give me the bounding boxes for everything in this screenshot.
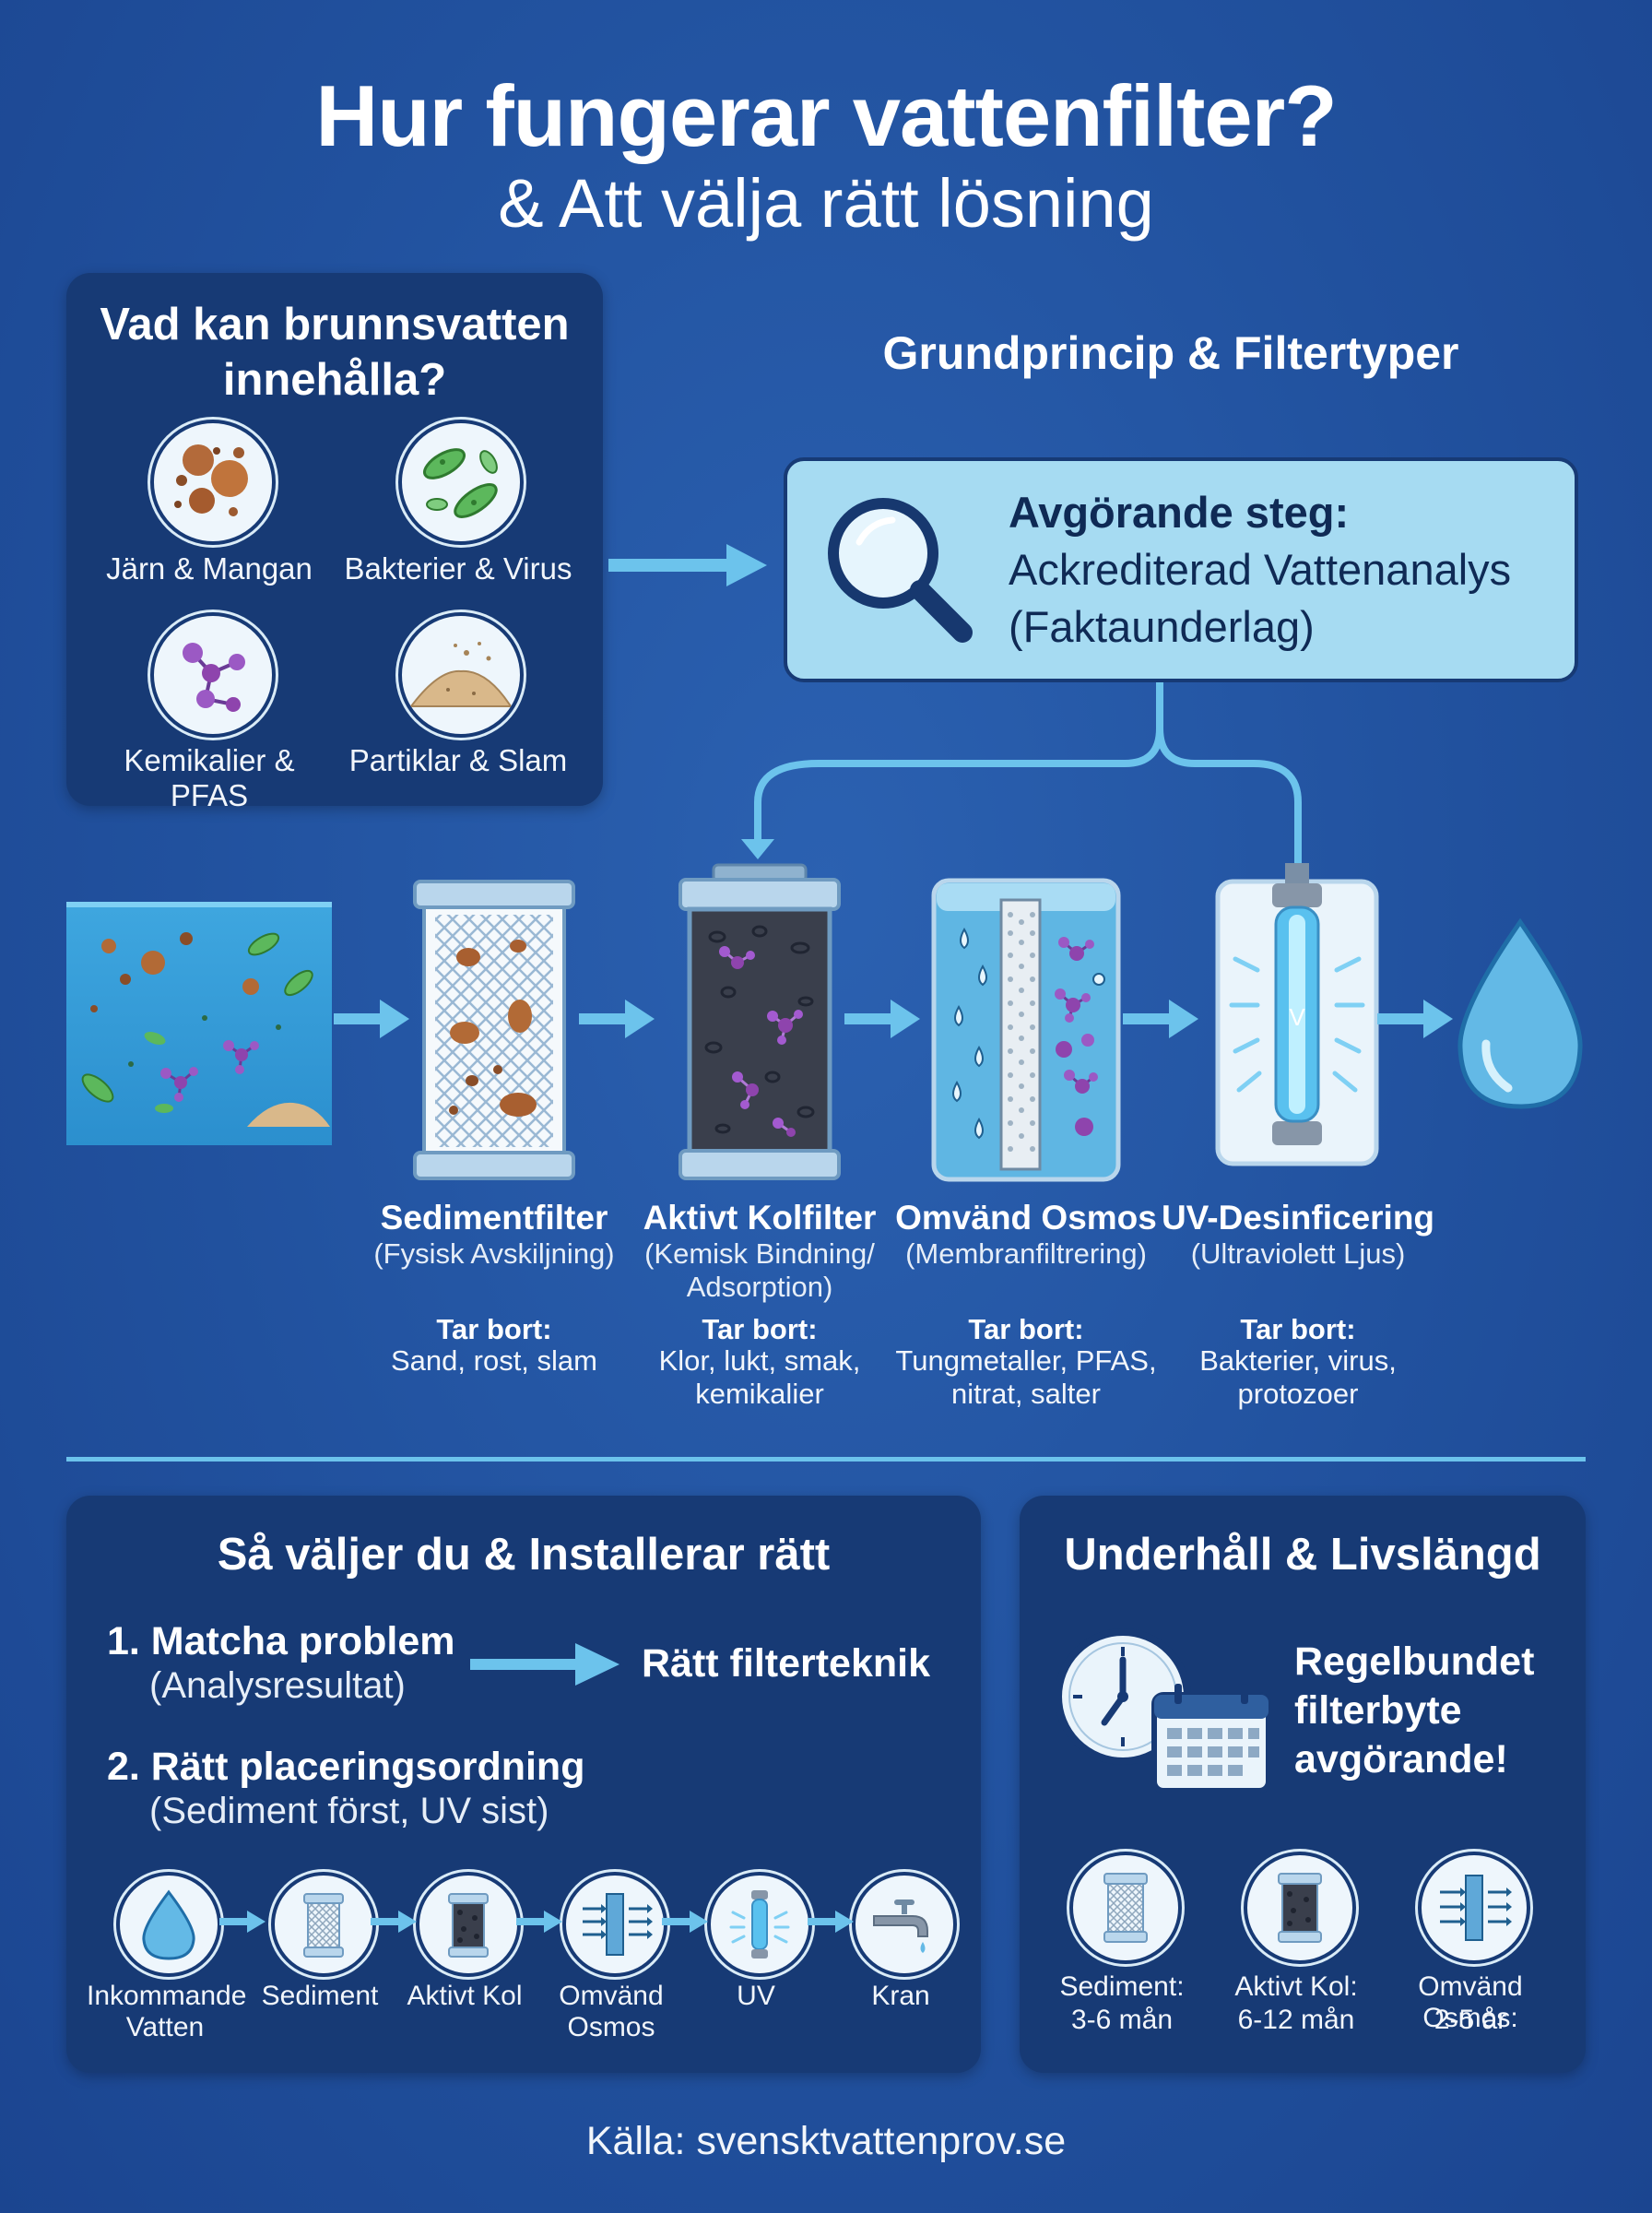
maintenance-item-label: Aktivt Kol:: [1234, 1971, 1358, 2002]
sediment-filter: [411, 878, 577, 1182]
install-step1-result: Rätt filterteknik: [642, 1641, 931, 1686]
filter-removes-label: Tar bort:: [702, 1313, 818, 1345]
contaminants-title: Vad kan brunnsvatten innehålla?: [100, 300, 570, 405]
molecule-icon: [150, 612, 276, 738]
flow-arrow-icon: [1123, 1000, 1198, 1038]
flow-arrow-icon: [579, 1000, 655, 1038]
install-step1-sub: (Analysresultat): [149, 1665, 406, 1706]
analysis-step-line1: Ackrediterad Vattenanalys: [1009, 545, 1512, 594]
maintenance-item-interval: 6-12 mån: [1237, 2005, 1355, 2035]
arrow-right-icon: [608, 544, 767, 586]
bacteria-icon: [398, 420, 524, 545]
filter-name: Omvänd Osmos: [895, 1199, 1157, 1237]
maintenance-title: Underhåll & Livslängd: [1064, 1530, 1541, 1580]
maintenance-item-label: Omvänd Osmos:: [1418, 1971, 1523, 2033]
uv-lamp-icon: [707, 1872, 812, 1977]
principle-title: Grundprincip & Filtertyper: [882, 327, 1459, 379]
contaminant-label: Bakterier & Virus: [344, 551, 572, 586]
filter-subtitle: (Fysisk Avskiljning): [373, 1237, 615, 1270]
arrow-right-icon: [470, 1643, 620, 1686]
source-footer: Källa: svensktvattenprov.se: [585, 2119, 1067, 2163]
ro-membrane-icon: [1418, 1852, 1530, 1964]
filter-removes: Tungmetaller, PFAS, nitrat, salter: [895, 1344, 1157, 1410]
carbon-filter-icon: [416, 1872, 521, 1977]
page-title: Hur fungerar vattenfilter?: [315, 67, 1337, 164]
filter-removes: Klor, lukt, smak, kemikalier: [658, 1344, 861, 1410]
sequence-arrow-icon: [516, 1911, 562, 1933]
filter-removes-label: Tar bort:: [436, 1313, 552, 1345]
sequence-arrow-icon: [219, 1911, 266, 1933]
sequence-arrow-icon: [662, 1911, 708, 1933]
clean-water-drop-icon: [1457, 918, 1583, 1109]
iron-particles-icon: [150, 420, 276, 545]
page-subtitle: & Att välja rätt lösning: [498, 165, 1154, 242]
ro-membrane-icon: [562, 1872, 667, 1977]
uv-lamp-letter: V: [1289, 1003, 1305, 1031]
filter-removes: Bakterier, virus, protozoer: [1199, 1344, 1397, 1410]
raw-water-tank: [66, 902, 332, 1145]
sequence-label: UV: [737, 1981, 775, 2011]
install-title: Så väljer du & Installerar rätt: [217, 1530, 831, 1580]
sequence-label: Inkommande Vatten: [87, 1981, 247, 2042]
analysis-step-line2: (Faktaunderlag): [1009, 602, 1315, 651]
filter-removes-label: Tar bort:: [1240, 1313, 1356, 1345]
filter-subtitle: (Kemisk Bindning/ Adsorption): [644, 1237, 875, 1303]
contaminant-label: Järn & Mangan: [106, 551, 313, 586]
contaminant-label: Kemikalier & PFAS: [124, 743, 295, 812]
sediment-filter-icon: [271, 1872, 376, 1977]
filter-subtitle: (Ultraviolett Ljus): [1190, 1237, 1406, 1270]
faucet-icon: [852, 1872, 957, 1977]
sequence-label: Omvänd Osmos: [559, 1981, 664, 2042]
maintenance-item-interval: 2-5 år: [1434, 2005, 1507, 2035]
filter-name: Sedimentfilter: [380, 1199, 608, 1237]
install-panel: [66, 1496, 981, 2073]
sequence-arrow-icon: [808, 1911, 854, 1933]
maintenance-message: Regelbundet filterbyte avgörande!: [1294, 1639, 1535, 1781]
flow-arrow-icon: [334, 1000, 409, 1038]
sand-pile-icon: [398, 612, 524, 738]
analysis-step-label: Avgörande steg:: [1009, 488, 1350, 537]
water-drop-icon: [116, 1872, 221, 1977]
install-step1-title: 1. Matcha problem: [107, 1619, 455, 1663]
branch-connector: [741, 682, 1302, 867]
maintenance-item-label: Sediment:: [1059, 1971, 1185, 2002]
flow-arrow-icon: [844, 1000, 920, 1038]
magnifier-icon: [828, 498, 973, 643]
install-step2-title: 2. Rätt placeringsordning: [107, 1745, 585, 1789]
filter-name: UV-Desinficering: [1161, 1199, 1435, 1237]
sequence-label: Kran: [871, 1981, 930, 2011]
ro-membrane-tank: [931, 878, 1121, 1182]
sequence-label: Sediment: [261, 1981, 379, 2011]
install-step2-sub: (Sediment först, UV sist): [149, 1791, 549, 1831]
sequence-arrow-icon: [371, 1911, 417, 1933]
clock-calendar-icon: [1056, 1628, 1271, 1793]
sequence-label: Aktivt Kol: [407, 1981, 523, 2011]
maintenance-item-interval: 3-6 mån: [1070, 2005, 1174, 2035]
filter-removes: Sand, rost, slam: [391, 1344, 597, 1377]
filter-name: Aktivt Kolfilter: [643, 1199, 877, 1237]
sediment-filter-icon: [1069, 1852, 1182, 1964]
filter-removes-label: Tar bort:: [968, 1313, 1084, 1345]
uv-unit: V: [1215, 863, 1379, 1182]
carbon-filter-icon: [1244, 1852, 1356, 1964]
filter-subtitle: (Membranfiltrering): [905, 1237, 1147, 1270]
section-divider: [66, 1457, 1586, 1462]
maintenance-panel: [1020, 1496, 1586, 2073]
contaminant-label: Partiklar & Slam: [348, 743, 568, 777]
contaminants-panel: [66, 273, 603, 806]
flow-arrow-icon: [1377, 1000, 1453, 1038]
carbon-filter: [677, 863, 843, 1182]
